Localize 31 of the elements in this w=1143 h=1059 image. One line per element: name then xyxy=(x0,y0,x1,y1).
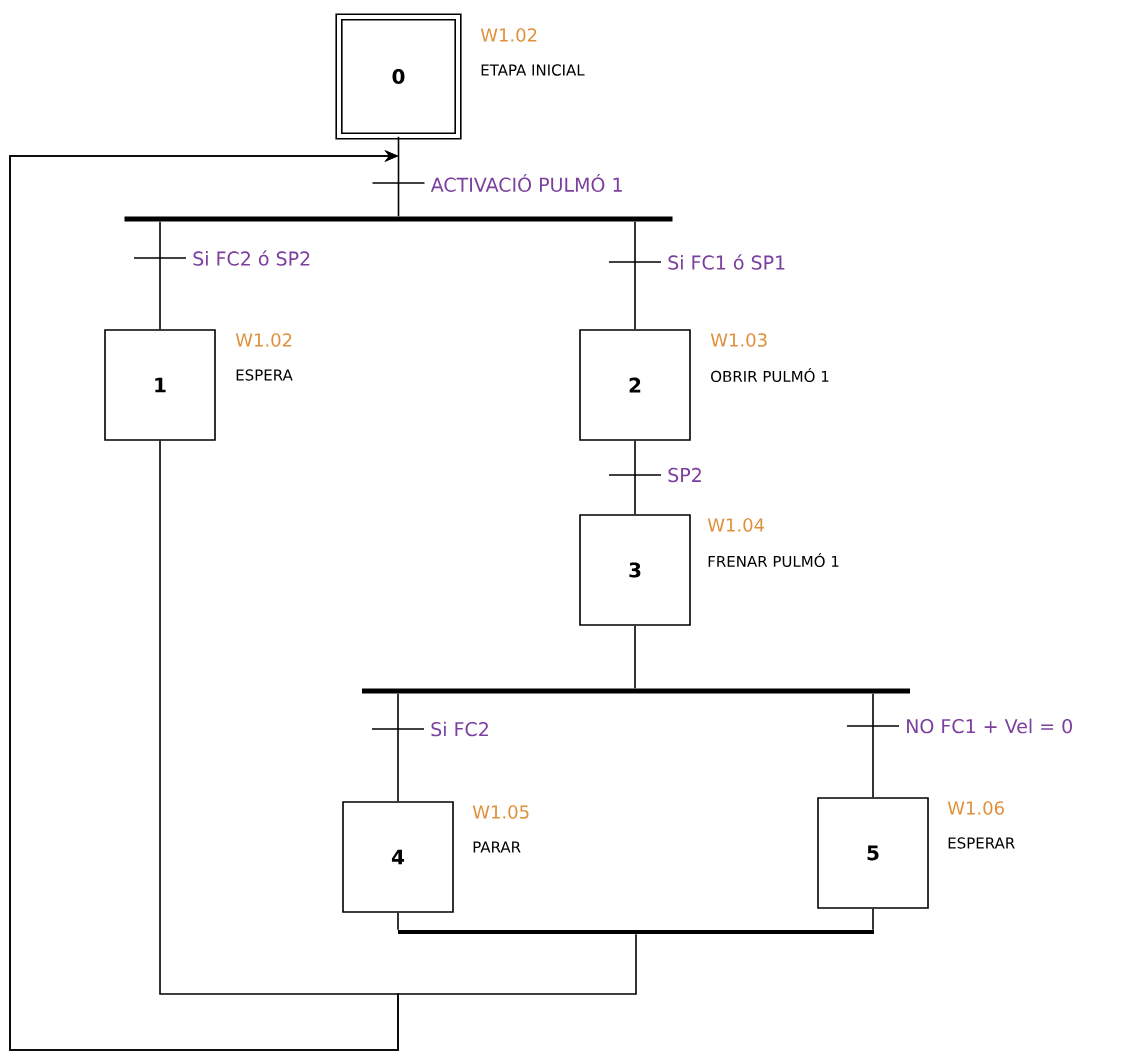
return-arrow xyxy=(9,149,399,1051)
edge-label: SP2 xyxy=(668,467,701,483)
step-description: FRENAR PULMÓ 1 xyxy=(708,552,839,568)
step-box: 5 xyxy=(817,797,929,909)
step-description: PARAR xyxy=(473,841,521,853)
edge-label: NO FC1 + Vel = 0 xyxy=(907,718,1072,734)
edge-label: Si FC2 xyxy=(431,721,488,737)
step-code: W1.02 xyxy=(235,333,292,347)
step-description: ESPERAR xyxy=(948,837,1015,849)
initial-step-box: 0 xyxy=(335,13,462,140)
step-code: W1.04 xyxy=(707,518,765,532)
edge-label: ACTIVACIÓ PULMÓ 1 xyxy=(430,174,622,192)
edge-label: Si FC1 ó SP1 xyxy=(668,254,785,270)
connector-line xyxy=(634,625,636,690)
connector-line xyxy=(872,908,874,931)
synchronization-bar xyxy=(124,216,673,222)
step-box: 1 xyxy=(104,329,216,441)
synchronization-bar xyxy=(398,930,874,934)
step-box: 2 xyxy=(579,329,691,441)
connector-line xyxy=(397,912,399,931)
step-description: OBRIR PULMÓ 1 xyxy=(711,367,829,383)
step-code: W1.06 xyxy=(947,801,1004,815)
synchronization-bar xyxy=(362,688,910,694)
step-box: 3 xyxy=(579,514,691,626)
edge-label: Si FC2 ó SP2 xyxy=(193,250,310,266)
step-code: W1.03 xyxy=(710,333,767,347)
step-description: ESPERA xyxy=(236,369,293,381)
step-description: ETAPA INICIAL xyxy=(481,64,585,76)
step-code: W1.05 xyxy=(472,805,529,819)
step-code: W1.02 xyxy=(480,28,537,42)
step-box: 4 xyxy=(342,801,454,913)
